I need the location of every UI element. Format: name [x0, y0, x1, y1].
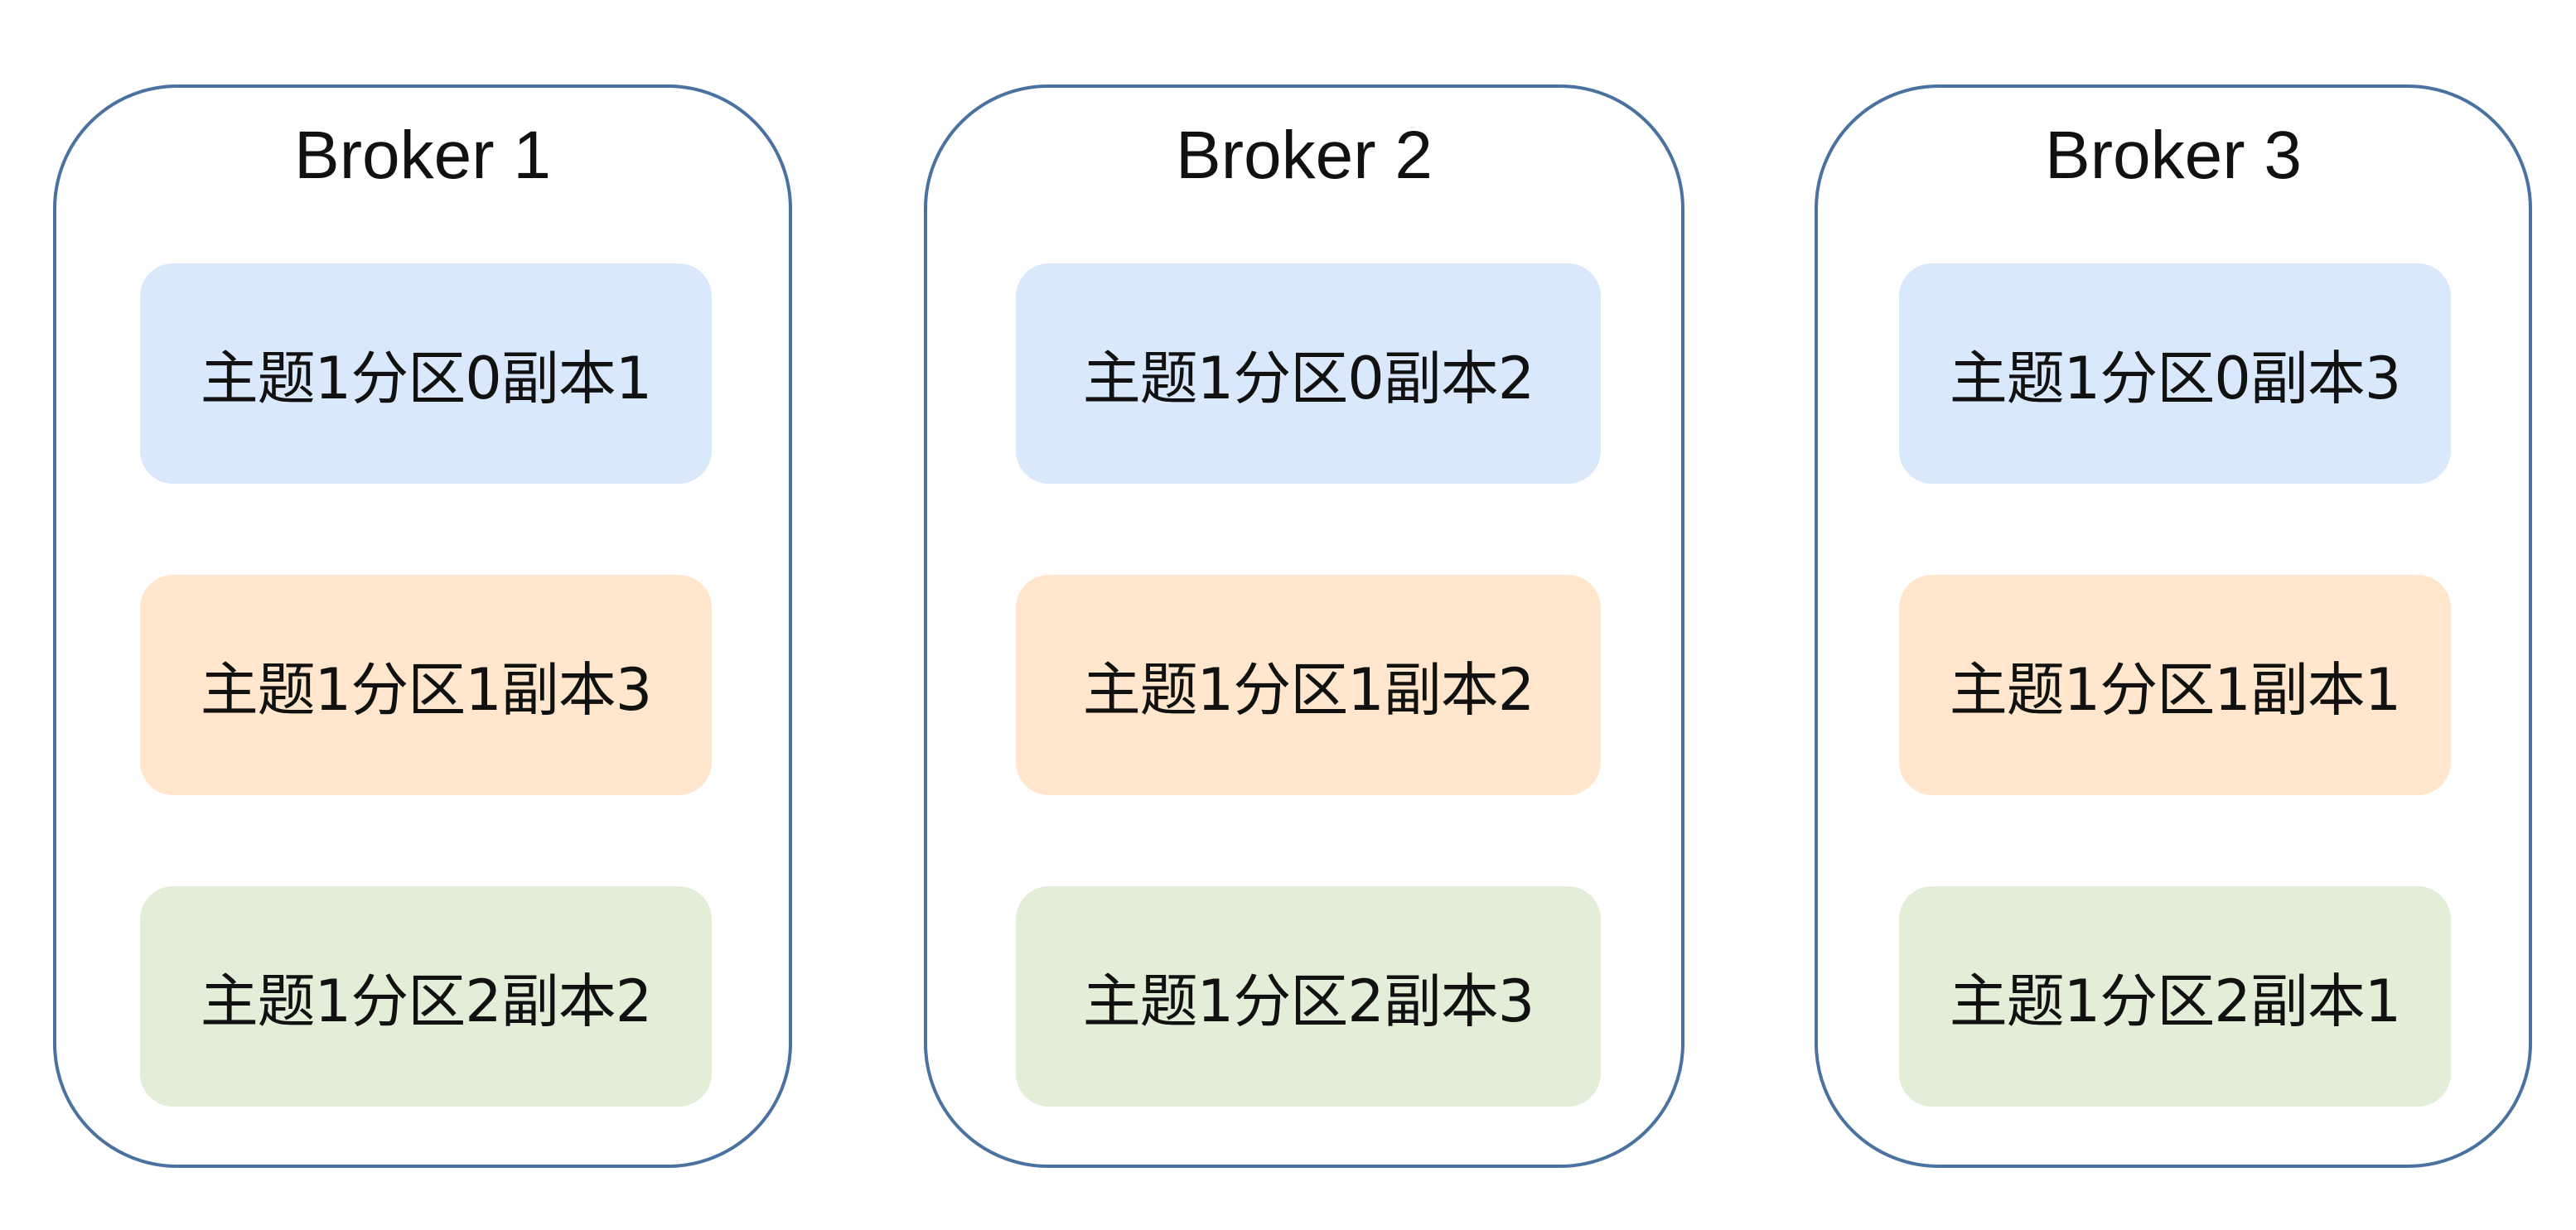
- broker-1-container: Broker 1 主题1分区0副本1 主题1分区1副本3 主题1分区2副本2: [53, 84, 792, 1168]
- replica-box-partition-2: 主题1分区2副本2: [140, 886, 712, 1107]
- replica-box-partition-0: 主题1分区0副本2: [1016, 263, 1601, 484]
- broker-title: Broker 3: [2045, 118, 2302, 193]
- broker-3-container: Broker 3 主题1分区0副本3 主题1分区1副本1 主题1分区2副本1: [1815, 84, 2532, 1168]
- broker-title: Broker 2: [1176, 118, 1433, 193]
- broker-2-container: Broker 2 主题1分区0副本2 主题1分区1副本2 主题1分区2副本3: [924, 84, 1684, 1168]
- replica-box-partition-2: 主题1分区2副本3: [1016, 886, 1601, 1107]
- replica-box-partition-1: 主题1分区1副本3: [140, 575, 712, 795]
- replica-box-partition-1: 主题1分区1副本1: [1899, 575, 2451, 795]
- broker-title: Broker 1: [294, 118, 551, 193]
- replica-box-partition-0: 主题1分区0副本3: [1899, 263, 2451, 484]
- replica-box-partition-0: 主题1分区0副本1: [140, 263, 712, 484]
- replica-box-partition-1: 主题1分区1副本2: [1016, 575, 1601, 795]
- replica-box-partition-2: 主题1分区2副本1: [1899, 886, 2451, 1107]
